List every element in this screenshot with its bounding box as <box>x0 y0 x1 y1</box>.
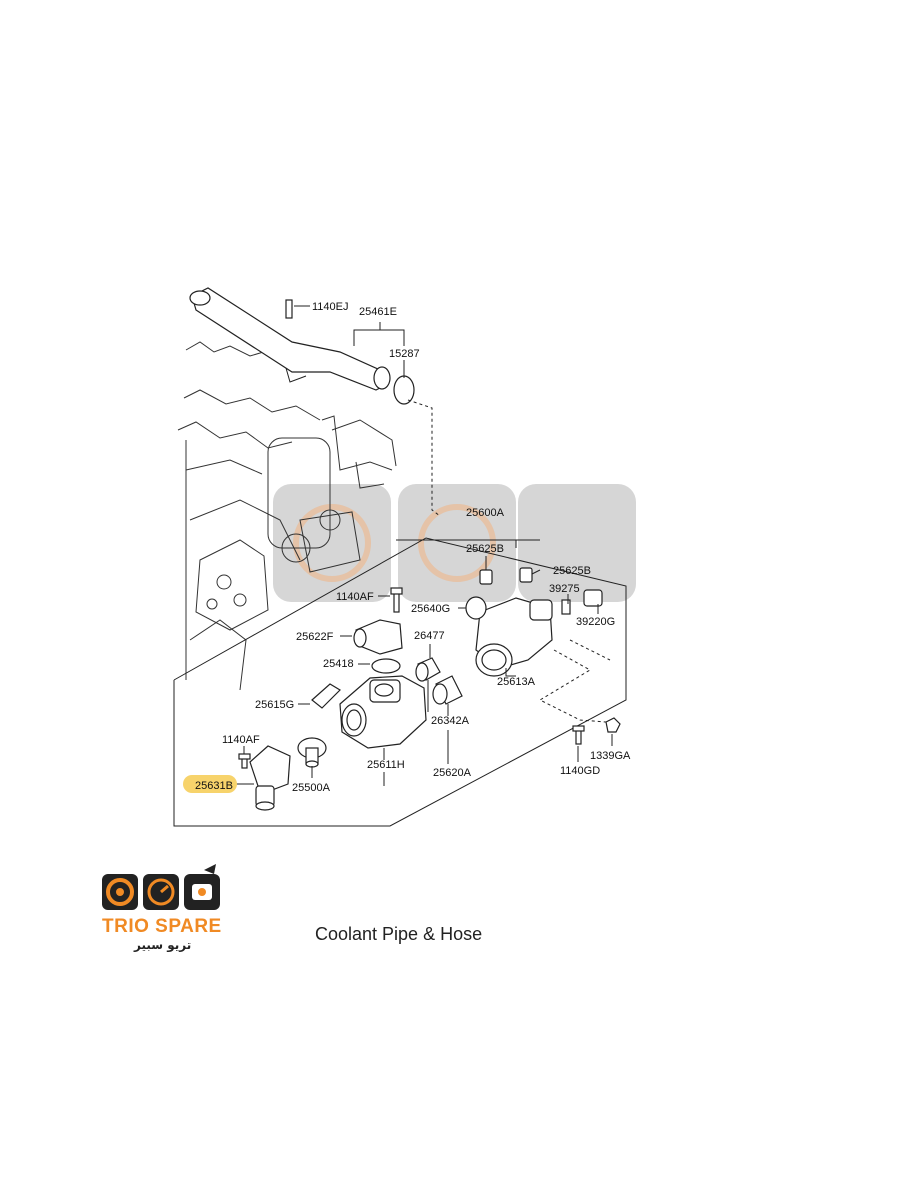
hose-26342A <box>432 675 463 705</box>
gasket-25615G <box>311 683 341 709</box>
water-inlet-housing-25611H <box>339 675 427 749</box>
label-25620A[interactable]: 25620A <box>433 767 472 779</box>
coolant-pipe-25461E <box>189 287 391 391</box>
label-1140AF-1[interactable]: 1140AF <box>336 591 374 603</box>
label-25615G[interactable]: 25615G <box>255 699 294 711</box>
label-25622F[interactable]: 25622F <box>296 631 334 643</box>
bolt-1140AF-lower <box>238 753 251 769</box>
highlight-25631B <box>183 775 237 793</box>
o-ring-15287 <box>393 375 415 405</box>
label-25461E[interactable]: 25461E <box>359 306 397 318</box>
bolt-1140GD <box>572 725 585 745</box>
label-1140EJ[interactable]: 1140EJ <box>312 301 349 313</box>
label-26477[interactable]: 26477 <box>414 630 445 642</box>
hose-26477 <box>415 657 441 682</box>
label-25640G[interactable]: 25640G <box>411 603 450 615</box>
thermostat-25500A <box>297 737 327 768</box>
thermostat-cover-25631B <box>249 745 291 811</box>
label-25625B-1[interactable]: 25625B <box>466 543 504 555</box>
thermostat-housing-25600A <box>465 567 603 677</box>
logo-text-ar: تريو سبير <box>134 938 192 952</box>
nut-1339GA <box>605 717 621 733</box>
watermark <box>273 484 636 602</box>
bolt-1140AF-upper <box>390 587 403 613</box>
hose-fitting-25622F <box>353 619 403 655</box>
label-25418[interactable]: 25418 <box>323 658 354 670</box>
logo-text-en: TRIO SPARE <box>102 916 222 937</box>
label-1339GA[interactable]: 1339GA <box>590 750 631 762</box>
label-25611H[interactable]: 25611H <box>367 759 405 771</box>
label-15287[interactable]: 15287 <box>389 348 420 360</box>
label-26342A[interactable]: 26342A <box>431 715 470 727</box>
label-25600A[interactable]: 25600A <box>466 507 505 519</box>
label-1140AF-2[interactable]: 1140AF <box>222 734 260 746</box>
o-ring-25418 <box>371 658 401 674</box>
engine-block-sketch <box>177 341 397 691</box>
label-39275[interactable]: 39275 <box>549 583 580 595</box>
diagram-caption: Coolant Pipe & Hose <box>315 924 483 944</box>
label-1140GD[interactable]: 1140GD <box>560 765 600 777</box>
label-25613A[interactable]: 25613A <box>497 676 536 688</box>
trio-spare-logo <box>102 864 220 910</box>
label-25625B-2[interactable]: 25625B <box>553 565 591 577</box>
label-25631B[interactable]: 25631B <box>195 780 233 792</box>
label-39220G[interactable]: 39220G <box>576 616 615 628</box>
label-25500A[interactable]: 25500A <box>292 782 331 794</box>
